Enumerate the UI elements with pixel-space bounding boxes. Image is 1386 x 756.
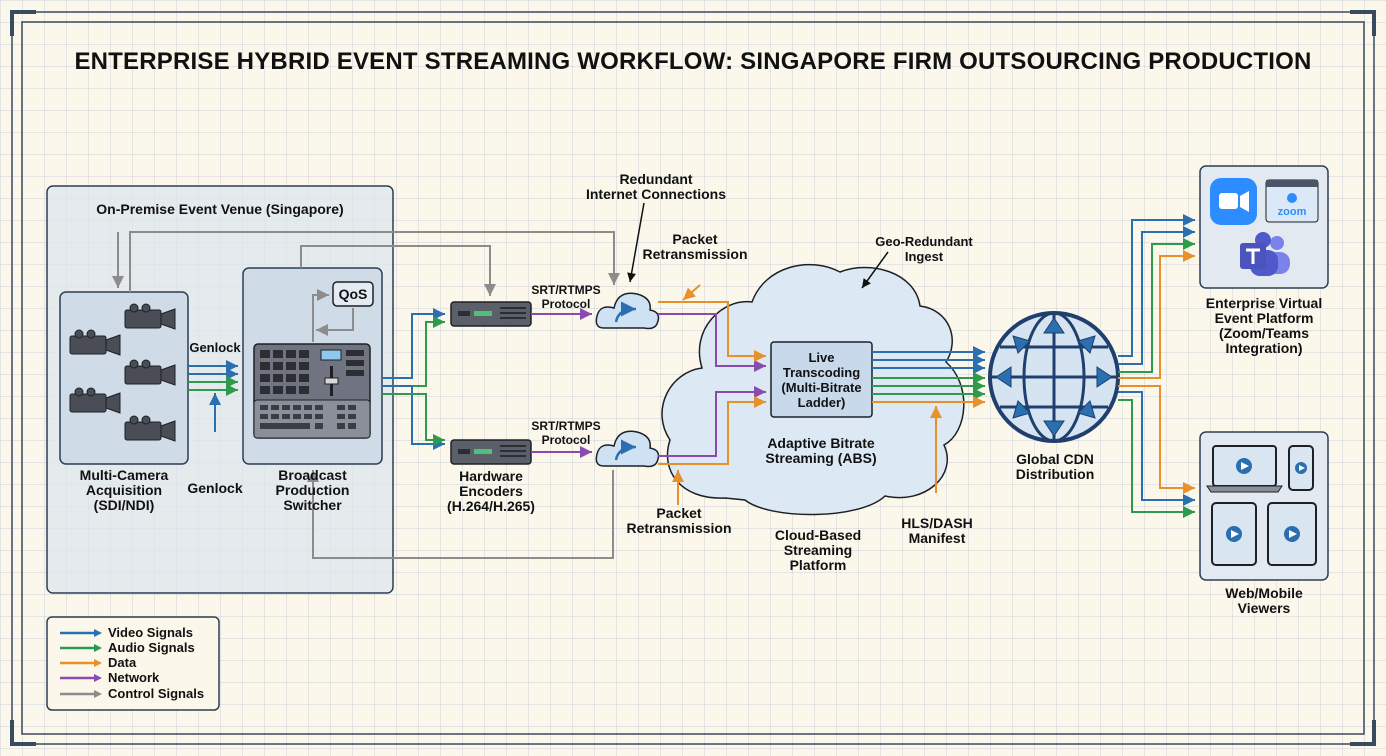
transcoding-label-line: Transcoding — [782, 365, 861, 380]
transcoding-label-line: (Multi-Bitrate — [781, 380, 862, 395]
legend-item-data: Data — [60, 655, 136, 670]
switcher-label: Broadcast Production Switcher — [243, 468, 382, 513]
protocol-label-bottom: SRT/RTMPS Protocol — [528, 419, 604, 447]
redundant-internet-label: Redundant Internet Connections — [570, 172, 742, 202]
transcoding-label: Live Transcoding (Multi-Bitrate Ladder) — [771, 350, 872, 410]
teams-app-icon — [1240, 232, 1290, 276]
manifest-label-line: Manifest — [908, 530, 966, 546]
zoom-window-icon — [1265, 179, 1319, 223]
platform-label-line: Cloud-Based — [774, 527, 862, 543]
page-frame — [10, 10, 1376, 746]
legend-label: Network — [108, 670, 160, 685]
legend-label: Video Signals — [108, 625, 194, 640]
retrans-label-line: Retransmission — [626, 520, 732, 536]
qos-label: QoS — [338, 286, 368, 302]
legend-item-video: Video Signals — [60, 625, 193, 640]
enterprise-label-line: Enterprise Virtual — [1205, 295, 1323, 311]
retrans-label-line: Retransmission — [642, 246, 748, 262]
device-icons — [1206, 445, 1317, 566]
switcher-label-line: Production — [275, 482, 350, 498]
viewers-label-line: Web/Mobile — [1225, 585, 1303, 601]
legend-item-audio: Audio Signals — [60, 640, 195, 655]
zoom-wordmark: zoom — [1277, 206, 1307, 218]
enterprise-label-line: Event Platform — [1214, 310, 1314, 326]
platform-label-line: Platform — [789, 557, 847, 573]
encoders-label-line: Encoders — [459, 483, 523, 499]
manifest-label-line: HLS/DASH — [901, 515, 973, 531]
camera-label-line: Acquisition — [85, 482, 163, 498]
legend-item-network: Network — [60, 670, 159, 685]
encoders-label: Hardware Encoders (H.264/H.265) — [430, 469, 552, 514]
transcoding-box — [770, 341, 873, 418]
platform-label-line: Streaming — [783, 542, 853, 558]
video-camera-icon — [69, 303, 176, 442]
camera-label-line: Multi-Camera — [79, 467, 169, 483]
cdn-label-line: Global CDN — [1016, 451, 1094, 467]
transcoding-label-line: Live — [808, 350, 835, 365]
abs-label-line: Adaptive Bitrate — [767, 435, 875, 451]
control-signal-lines — [112, 231, 620, 559]
genlock-label-top: Genlock — [189, 340, 241, 355]
legend-box — [46, 616, 220, 711]
legend-label: Data — [108, 655, 137, 670]
video-audio-feed-lines — [188, 360, 238, 396]
legend-label: Control Signals — [108, 686, 205, 701]
hardware-encoder-icon — [450, 301, 532, 465]
transcoding-label-line: Ladder) — [797, 395, 846, 410]
page-title: ENTERPRISE HYBRID EVENT STREAMING WORKFL… — [74, 48, 1312, 75]
abs-label: Adaptive Bitrate Streaming (ABS) — [750, 436, 892, 466]
cdn-label-line: Distribution — [1015, 466, 1095, 482]
switcher-label-line: Broadcast — [278, 467, 347, 483]
protocol-label-line: Protocol — [541, 297, 591, 311]
protocol-label-top: SRT/RTMPS Protocol — [528, 283, 604, 311]
viewers-label-line: Viewers — [1237, 600, 1291, 616]
geo-redundant-label: Geo-Redundant Ingest — [862, 234, 986, 264]
internet-cloud-icon — [595, 292, 660, 468]
retrans-label-line: Packet — [672, 231, 718, 247]
enterprise-label-line: Integration) — [1225, 340, 1303, 356]
qos-box — [332, 281, 374, 307]
globe-icon — [988, 311, 1120, 443]
encoders-label-line: Hardware — [459, 468, 523, 484]
abs-label-line: Streaming (ABS) — [765, 450, 877, 466]
protocol-label-line: Protocol — [541, 433, 591, 447]
venue-label: On-Premise Event Venue (Singapore) — [96, 201, 344, 217]
protocol-label-line: SRT/RTMPS — [531, 283, 601, 297]
enterprise-label-line: (Zoom/Teams — [1219, 325, 1309, 341]
camera-label: Multi-Camera Acquisition (SDI/NDI) — [50, 468, 198, 513]
cdn-label: Global CDN Distribution — [995, 452, 1115, 482]
cloud-platform-label: Cloud-Based Streaming Platform — [758, 528, 878, 573]
legend-item-control: Control Signals — [60, 686, 204, 701]
manifest-label: HLS/DASH Manifest — [892, 516, 982, 546]
geo-label-line: Ingest — [904, 249, 944, 264]
retrans-label-line: Packet — [656, 505, 702, 521]
camera-label-line: (SDI/NDI) — [93, 497, 155, 513]
legend-label: Audio Signals — [108, 640, 195, 655]
production-switcher-icon — [253, 343, 371, 439]
geo-label-line: Geo-Redundant — [875, 234, 973, 249]
redundant-label-line: Internet Connections — [585, 186, 726, 202]
protocol-label-line: SRT/RTMPS — [531, 419, 601, 433]
viewers-label: Web/Mobile Viewers — [1200, 586, 1328, 616]
genlock-label-bottom: Genlock — [187, 480, 243, 496]
encoders-label-line: (H.264/H.265) — [447, 498, 535, 514]
switcher-label-line: Switcher — [283, 497, 342, 513]
retransmission-label-bottom: Packet Retransmission — [620, 506, 738, 536]
zoom-app-icon — [1210, 178, 1257, 225]
retransmission-label-top: Packet Retransmission — [636, 232, 754, 262]
enterprise-label: Enterprise Virtual Event Platform (Zoom/… — [1188, 296, 1340, 356]
redundant-label-line: Redundant — [619, 171, 693, 187]
